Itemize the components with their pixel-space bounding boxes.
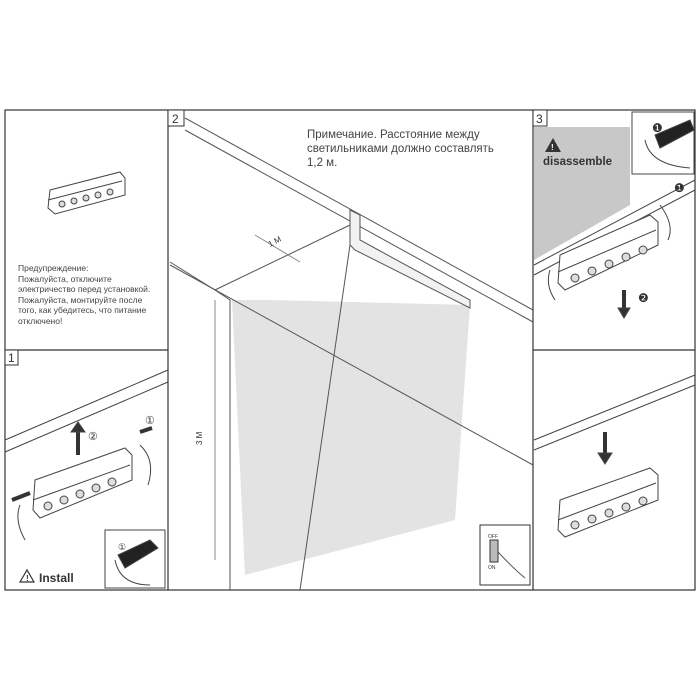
panel-1-label: 1 <box>4 349 19 366</box>
step-marker-1: ❶ <box>674 181 685 195</box>
panel-3-label: 3 <box>532 109 548 127</box>
warning-text: Предупреждение: Пожалуйста, отключите эл… <box>18 263 151 326</box>
install-label: Install <box>39 571 74 585</box>
svg-text:2: 2 <box>172 112 179 126</box>
step-marker-1-inset: ① <box>118 542 126 552</box>
panel-3-illustration <box>533 111 696 538</box>
width-label: 1 М <box>267 234 283 248</box>
warning-icon: ! <box>18 568 36 583</box>
ceiling-shade <box>534 127 630 260</box>
panel-2-label: 2 <box>167 109 185 127</box>
step-marker-1: ① <box>145 415 155 427</box>
spacing-note: Примечание. Расстояние между светильника… <box>307 129 494 169</box>
warning-icon: ! <box>545 138 561 152</box>
height-label: 3 М <box>195 431 204 445</box>
svg-text:3: 3 <box>536 112 543 126</box>
step-marker-2: ❷ <box>638 291 649 305</box>
step-marker-1-inset: ❶ <box>652 121 663 135</box>
svg-text:!: ! <box>26 574 29 583</box>
disassemble-label: disassemble <box>543 156 612 168</box>
svg-text:1: 1 <box>8 351 15 365</box>
luminaire-illustration <box>47 171 126 215</box>
switch-on-label: ON <box>488 565 496 571</box>
panel-1-illustration <box>4 369 169 589</box>
panel-2-illustration <box>169 117 534 591</box>
svg-text:!: ! <box>551 143 554 152</box>
light-beam <box>232 300 470 575</box>
switch-off-label: OFF <box>488 534 498 540</box>
step-marker-2: ② <box>88 431 98 443</box>
